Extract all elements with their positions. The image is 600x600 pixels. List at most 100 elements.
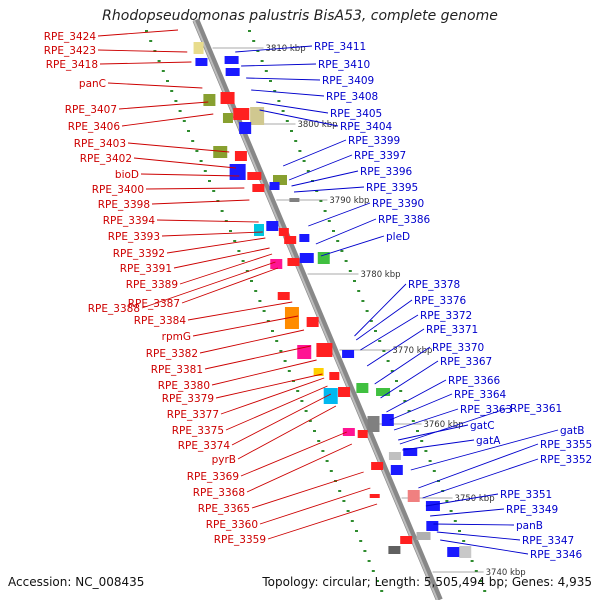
gene-label-left: RPE_3359	[214, 534, 266, 546]
gene-glyph	[388, 452, 401, 460]
genome-stats-text: Topology: circular; Length: 5,505,494 bp…	[262, 575, 592, 589]
gene-label-left: RPE_3379	[162, 393, 214, 405]
gene-glyph	[250, 107, 265, 125]
gene-label-right: RPE_3405	[330, 108, 382, 120]
label-leader-left	[145, 187, 245, 190]
ruler-tick	[353, 280, 356, 282]
label-leader-left	[181, 267, 279, 304]
ruler-tick	[395, 380, 398, 382]
ruler-tick	[260, 60, 264, 62]
gene-label-left: RPE_3393	[108, 231, 160, 243]
ruler-tick	[281, 110, 285, 112]
gene-glyph	[459, 546, 472, 558]
label-leader-right	[235, 45, 313, 53]
ruler-tick	[300, 400, 304, 402]
gene-glyph	[277, 292, 290, 300]
gene-label-right: RPE_3404	[340, 121, 393, 133]
ruler-tick	[273, 90, 277, 92]
kbp-marker-label: 3770 kbp	[392, 346, 432, 356]
ruler-tick	[317, 440, 321, 442]
label-leader-right	[366, 328, 425, 367]
ruler-tick	[269, 80, 272, 82]
ruler-tick	[327, 220, 331, 222]
label-leader-left	[179, 253, 273, 285]
gene-glyph	[252, 184, 265, 192]
gene-glyph	[225, 68, 240, 76]
ruler-tick	[462, 540, 466, 542]
label-leader-left	[225, 385, 328, 431]
label-leader-left	[267, 503, 378, 540]
gene-label-left: RPE_3418	[46, 59, 98, 71]
ruler-tick	[403, 400, 407, 402]
gene-label-left: RPE_3387	[128, 298, 180, 310]
gene-label-right: gatC	[470, 420, 495, 432]
gene-label-left: RPE_3400	[92, 184, 144, 196]
ruler-tick	[355, 530, 358, 532]
ruler-tick	[178, 110, 182, 112]
ruler-tick	[361, 300, 365, 302]
label-leader-right	[440, 539, 529, 555]
gene-label-right: RPE_3363	[460, 404, 512, 416]
ruler-tick	[474, 570, 478, 572]
kbp-marker-label: 3800 kbp	[297, 120, 337, 130]
label-leader-left	[173, 247, 270, 269]
label-leader-right	[320, 235, 385, 257]
gene-label-left: RPE_3368	[193, 487, 245, 499]
gene-label-right: RPE_3395	[366, 182, 418, 194]
gene-glyph	[317, 252, 330, 264]
ruler-tick	[220, 210, 224, 212]
label-leader-left	[231, 393, 332, 446]
label-leader-right	[393, 408, 459, 431]
ruler-tick	[348, 270, 352, 272]
ruler-tick	[199, 160, 203, 162]
gene-label-right: RPE_3408	[326, 91, 378, 103]
label-leader-left	[121, 113, 214, 127]
label-leader-left	[127, 142, 230, 153]
label-leader-right	[355, 299, 413, 341]
ruler-tick	[298, 150, 302, 152]
ruler-tick	[195, 150, 199, 152]
gene-glyph	[388, 546, 401, 554]
ruler-tick	[182, 120, 186, 122]
gene-glyph	[342, 428, 355, 436]
gene-glyph	[376, 388, 391, 396]
ruler-tick	[229, 230, 232, 232]
gene-label-left: RPE_3374	[178, 440, 231, 452]
gene-label-left: RPE_3423	[44, 45, 96, 57]
kbp-marker-label: 3750 kbp	[455, 494, 495, 504]
label-leader-left	[141, 261, 276, 309]
label-leader-left	[99, 61, 192, 65]
gene-label-left: RPE_3398	[98, 199, 150, 211]
ruler-tick	[252, 40, 256, 42]
gene-label-right: RPE_3349	[506, 504, 558, 516]
ruler-tick	[208, 180, 211, 182]
ruler-tick	[424, 450, 428, 452]
gene-glyph	[229, 164, 246, 180]
gene-label-left: RPE_3392	[113, 248, 165, 260]
gene-label-left: RPE_3360	[206, 519, 258, 531]
ruler-tick	[374, 330, 377, 332]
label-leader-right	[402, 439, 475, 451]
gene-label-left: RPE_3402	[80, 153, 132, 165]
label-leader-left	[192, 315, 299, 337]
gene-glyph	[299, 234, 310, 242]
ruler-tick	[302, 160, 306, 162]
gene-glyph	[313, 368, 324, 376]
ruler-tick	[428, 460, 432, 462]
ruler-tick	[285, 120, 289, 122]
gene-glyph	[273, 175, 287, 185]
gene-glyph	[407, 490, 420, 502]
gene-glyph	[369, 494, 380, 498]
ruler-tick	[149, 40, 153, 42]
gene-glyph	[287, 258, 300, 266]
gene-label-right: RPE_3364	[454, 389, 507, 401]
label-leader-right	[315, 218, 377, 245]
gene-label-right: RPE_3376	[414, 295, 467, 307]
label-leader-right	[386, 379, 447, 413]
label-leader-right	[246, 77, 321, 81]
gene-glyph	[371, 462, 384, 470]
label-leader-right	[294, 186, 365, 193]
ruler-tick	[390, 370, 394, 372]
gene-glyph	[254, 224, 264, 236]
gene-label-left: RPE_3424	[44, 31, 97, 43]
